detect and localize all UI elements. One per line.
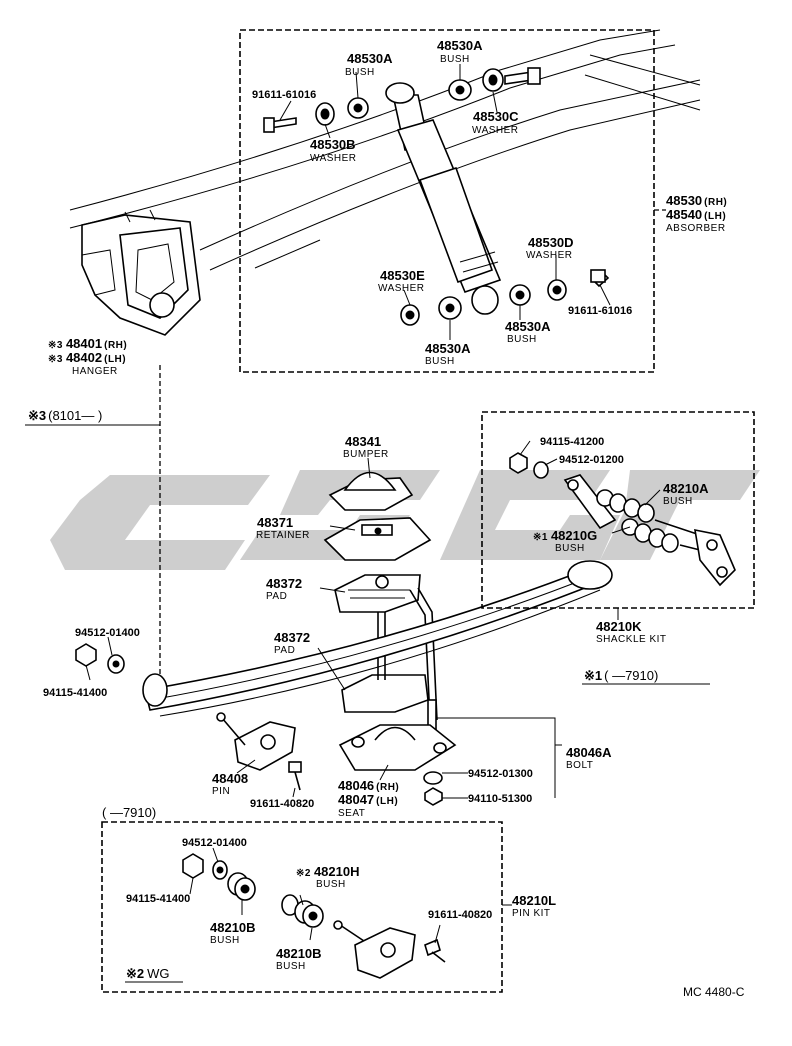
part-number-48540-lh: 48540(LH) [666,207,726,222]
vehicle-frame [69,29,701,271]
u-bolt [377,587,438,731]
part-number-48046a: 48046A [566,745,612,760]
part-name-kit-48210h: BUSH [316,879,346,890]
pin-bolt [288,761,302,791]
seat-hardware [423,771,443,806]
leader-lines [25,64,710,983]
part-number-48530a-bottom-left: 48530A [425,341,471,356]
part-name-48530a-bottom-left: BUSH [425,356,455,367]
part-number-48210k: 48210K [596,619,642,634]
part-number-kit-48210b-left: 48210B [210,920,256,935]
part-number-48210a: 48210A [663,481,709,496]
part-name-48210g: BUSH [555,543,585,554]
pin-kit-parts [182,853,446,979]
part-number-48530a-bottom-right: 48530A [505,319,551,334]
shackle-kit-parts [509,452,736,587]
part-number-48372-upper: 48372 [266,576,302,591]
spring-seat [338,724,457,771]
part-number-48408: 48408 [212,771,248,786]
note-1-range: ※1( —7910) [584,668,658,683]
shock-absorber [385,82,502,315]
part-name-48530a-top-left: BUSH [345,67,375,78]
part-name-kit-48210b-right: BUSH [276,961,306,972]
part-number-48530a-top-left: 48530A [347,51,393,66]
part-number-91611-61016-top: 91611-61016 [252,89,316,101]
part-number-48210l: 48210L [512,893,556,908]
spring-hanger [81,209,201,336]
part-name-absorber: ABSORBER [666,223,726,234]
part-number-48530e: 48530E [380,268,425,283]
part-number-48341: 48341 [345,434,381,449]
note-3-range: ※3(8101— ) [28,408,102,423]
part-name-pin: PIN [212,786,230,797]
part-number-kit-48210b-right: 48210B [276,946,322,961]
part-name-hanger: HANGER [72,366,118,377]
part-name-retainer: RETAINER [256,530,310,541]
part-number-kit-94512-01400: 94512-01400 [182,837,247,849]
part-name-48530b: WASHER [310,153,357,164]
part-name-48530d: WASHER [526,250,573,261]
part-number-48371: 48371 [257,515,293,530]
part-number-48530b: 48530B [310,137,356,152]
leaf-spring [142,560,613,717]
part-number-kit-94115-41400: 94115-41400 [126,893,190,905]
part-name-pad-upper: PAD [266,591,287,602]
part-number-48046-rh: 48046(RH) [338,778,399,793]
part-name-48210a: BUSH [663,496,693,507]
part-number-48530a-top-right: 48530A [437,38,483,53]
part-name-kit-48210b-left: BUSH [210,935,240,946]
part-name-bolt: BOLT [566,760,593,771]
part-number-48530-rh: 48530(RH) [666,193,727,208]
part-number-48372-lower: 48372 [274,630,310,645]
part-number-48047-lh: 48047(LH) [338,792,398,807]
part-number-94115-41200: 94115-41200 [540,436,604,448]
part-name-shackle-kit: SHACKLE KIT [596,634,667,645]
part-name-pin-kit: PIN KIT [512,908,551,919]
part-name-pad-lower: PAD [274,645,295,656]
part-number-91611-40820: 91611-40820 [250,798,314,810]
part-name-48530a-top-right: BUSH [440,54,470,65]
part-name-seat: SEAT [338,808,365,819]
part-number-94512-01300: 94512-01300 [468,768,533,780]
part-number-48530d: 48530D [528,235,574,250]
part-name-bumper: BUMPER [343,449,389,460]
pin-kit-box [101,821,503,993]
spring-pin [216,712,296,771]
part-name-48530a-bottom-right: BUSH [507,334,537,345]
left-nut-washer [75,643,125,674]
absorber-section-box [239,29,655,373]
part-number-94115-41400: 94115-41400 [43,687,107,699]
bumper-retainer-assembly [323,471,432,713]
part-number-91611-61016-bottom: 91611-61016 [568,305,632,317]
part-name-48530c: WASHER [472,125,519,136]
part-number-94110-51300: 94110-51300 [468,793,532,805]
part-number-kit-91611-40820: 91611-40820 [428,909,492,921]
part-number-94512-01200: 94512-01200 [559,454,624,466]
part-number-48530c: 48530C [473,109,519,124]
part-number-94512-01400: 94512-01400 [75,627,140,639]
part-name-48530e: WASHER [378,283,425,294]
diagram-code: MC 4480-C [683,985,745,999]
pin-kit-range: ( —7910) [102,805,156,820]
